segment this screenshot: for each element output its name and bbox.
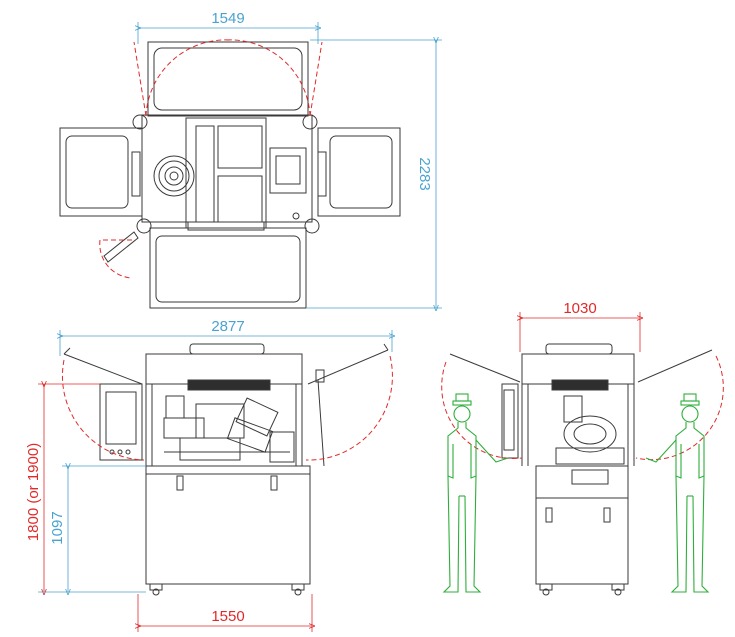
top-dimensions: [138, 22, 442, 308]
person-figure-icon: [443, 393, 481, 593]
side-view: [63, 343, 389, 596]
front-dimensions: [520, 312, 640, 352]
person-figure-icon: [671, 393, 709, 593]
top-door-swings: [99, 39, 323, 279]
dim-top-depth: 2283: [416, 157, 433, 190]
front-view: [449, 343, 713, 596]
side-dimensions: [38, 330, 392, 632]
dim-top-width: 1549: [211, 10, 244, 27]
dim-height-max: 1800 (or 1900): [25, 443, 42, 541]
dim-height-table: 1097: [49, 511, 66, 544]
side-door-swings: [61, 355, 393, 461]
person-arms: [475, 439, 677, 463]
dim-front-width: 1030: [563, 300, 596, 317]
spindle-circle-icon: [153, 155, 195, 197]
dim-base-width: 1550: [211, 608, 244, 625]
dim-side-span: 2877: [211, 318, 244, 335]
door-swing-arc-icon: [145, 39, 231, 117]
top-view: [59, 41, 401, 309]
